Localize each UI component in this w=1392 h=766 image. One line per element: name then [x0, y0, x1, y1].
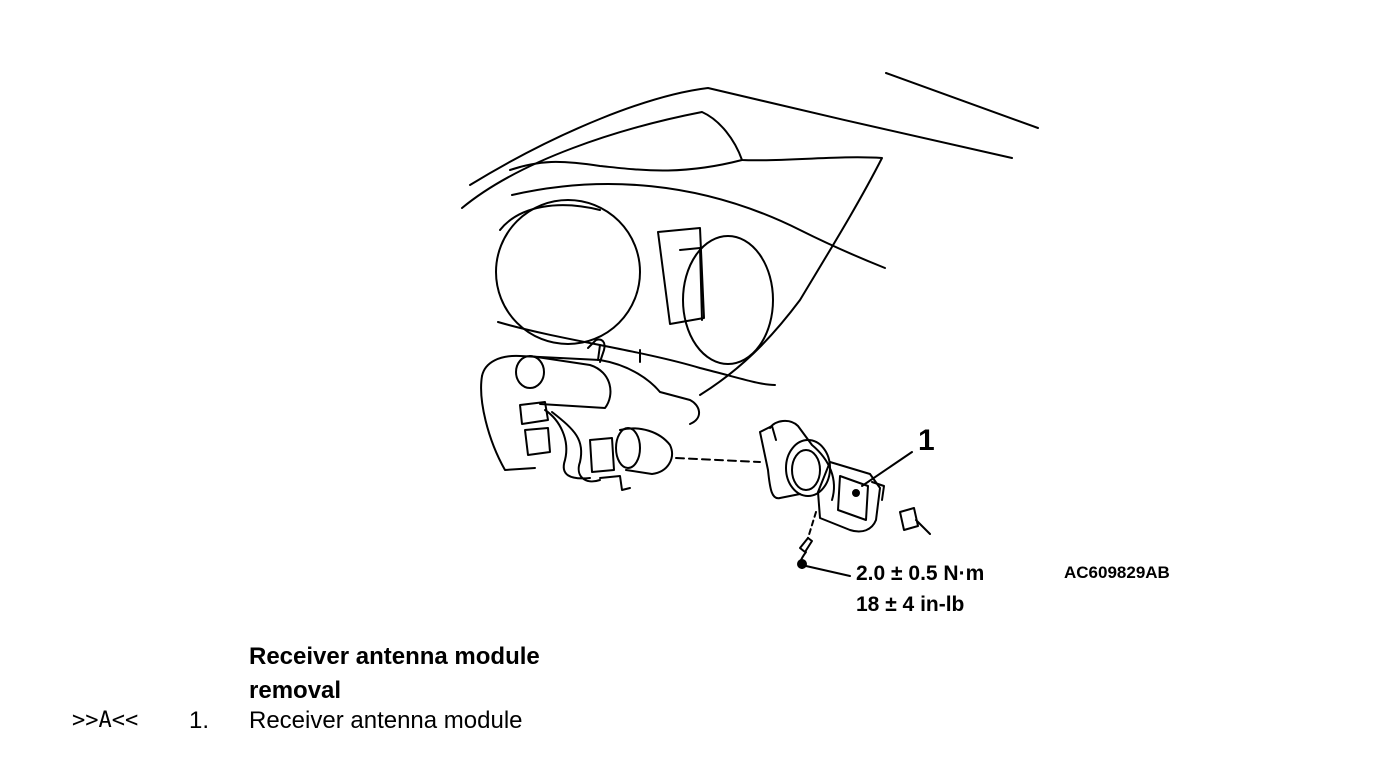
antenna-module-ring [769, 420, 835, 501]
column-shaft-body [529, 355, 612, 409]
column-shaft [515, 355, 545, 389]
torque-leader [805, 565, 851, 577]
screw-head [797, 559, 807, 569]
procedure-title: Receiver antenna module removal [249, 640, 649, 708]
connector-left [519, 401, 551, 456]
callout-leader [861, 451, 913, 487]
alignment-line [675, 457, 761, 463]
connector-center [589, 437, 615, 473]
antenna-module-screw-hole [852, 489, 860, 497]
meter-hood [461, 111, 883, 396]
wire-harness [544, 409, 601, 483]
figure-id: AC609829AB [1064, 563, 1170, 582]
torque-spec-metric: 2.0 ± 0.5 N·m [856, 562, 985, 585]
procedure-title-line1: Receiver antenna module [249, 643, 540, 670]
meter-hood-top [509, 159, 743, 172]
antenna-module-face [837, 475, 869, 521]
antenna-module-opening-inner [791, 449, 821, 491]
windshield-line [469, 87, 1013, 186]
column-cover [481, 354, 700, 425]
torque-spec-imperial: 18 ± 4 in-lb [856, 593, 965, 616]
ignition-cylinder [615, 427, 641, 469]
screw-dashed-line [807, 511, 817, 539]
module-connector [899, 507, 931, 535]
cluster-lower-edge [597, 344, 641, 363]
windshield-line [885, 72, 1039, 129]
antenna-module-tab [871, 481, 885, 501]
center-display [657, 227, 705, 325]
column-stub [587, 338, 606, 363]
antenna-module-bracket [759, 425, 801, 500]
left-gauge [495, 199, 641, 345]
bracket-lower [599, 475, 631, 491]
antenna-module-body [817, 461, 881, 533]
procedure-title-line2: removal [249, 677, 342, 704]
step-reference-mark: >>A<< [72, 708, 139, 733]
step-text: Receiver antenna module [249, 707, 523, 734]
callout-number-1: 1 [918, 424, 935, 457]
column-cover-lower [480, 375, 536, 471]
left-gauge-bezel [499, 204, 601, 231]
switch-lever [619, 427, 673, 475]
right-gauge [682, 235, 774, 365]
antenna-module-opening [785, 439, 831, 497]
cluster-lower-panel [497, 321, 776, 386]
step-number: 1. [189, 707, 210, 734]
center-display-inner [679, 247, 703, 321]
meter-hood-inner [511, 183, 886, 269]
